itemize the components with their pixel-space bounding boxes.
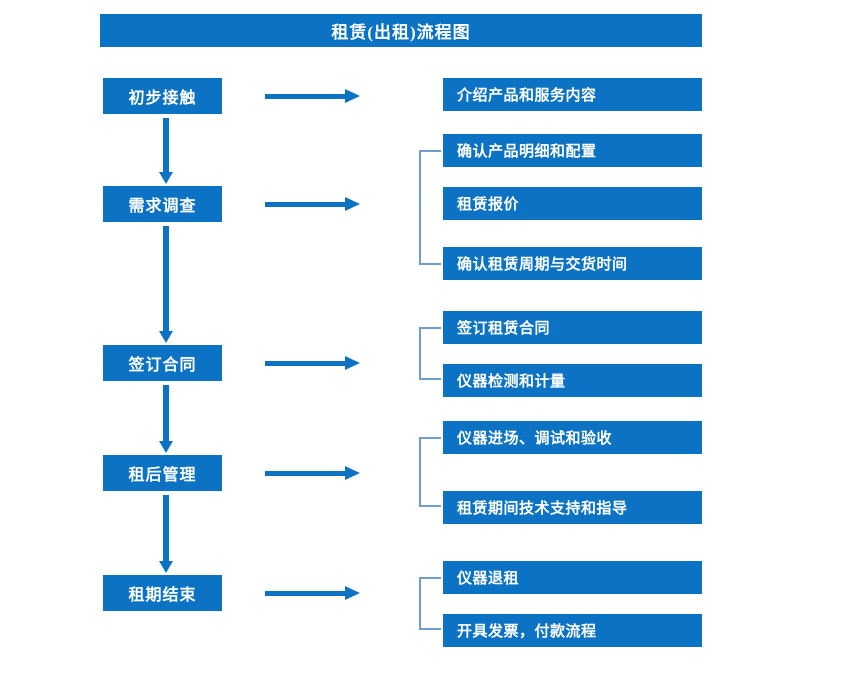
detail-box-6[interactable]: 仪器检测和计量 [443, 364, 702, 397]
stage-box-1[interactable]: 初步接触 [103, 78, 222, 114]
vertical-arrow-icon-4 [159, 495, 173, 573]
horizontal-arrow-icon-3 [265, 356, 360, 370]
detail-box-8[interactable]: 租赁期间技术支持和指导 [443, 491, 702, 524]
vertical-arrow-icon-3 [159, 385, 173, 453]
detail-box-4[interactable]: 确认租赁周期与交货时间 [443, 247, 702, 280]
group-bracket-3 [419, 437, 441, 507]
detail-box-1[interactable]: 介绍产品和服务内容 [443, 78, 702, 111]
detail-box-7[interactable]: 仪器进场、调试和验收 [443, 421, 702, 454]
group-bracket-4 [419, 577, 441, 630]
group-bracket-2 [419, 327, 441, 380]
stage-box-4[interactable]: 租后管理 [103, 455, 222, 491]
page-title: 租赁(出租)流程图 [100, 14, 702, 47]
stage-box-5[interactable]: 租期结束 [103, 575, 222, 611]
horizontal-arrow-icon-4 [265, 466, 360, 480]
stage-box-3[interactable]: 签订合同 [103, 345, 222, 381]
stage-box-2[interactable]: 需求调查 [103, 186, 222, 222]
group-bracket-1 [419, 150, 441, 265]
detail-box-5[interactable]: 签订租赁合同 [443, 311, 702, 344]
horizontal-arrow-icon-2 [265, 197, 360, 211]
detail-box-2[interactable]: 确认产品明细和配置 [443, 134, 702, 167]
detail-box-10[interactable]: 开具发票，付款流程 [443, 614, 702, 647]
detail-box-3[interactable]: 租赁报价 [443, 187, 702, 220]
vertical-arrow-icon-2 [159, 226, 173, 343]
detail-box-9[interactable]: 仪器退租 [443, 561, 702, 594]
horizontal-arrow-icon-5 [265, 586, 360, 600]
vertical-arrow-icon-1 [159, 118, 173, 184]
horizontal-arrow-icon-1 [265, 89, 360, 103]
